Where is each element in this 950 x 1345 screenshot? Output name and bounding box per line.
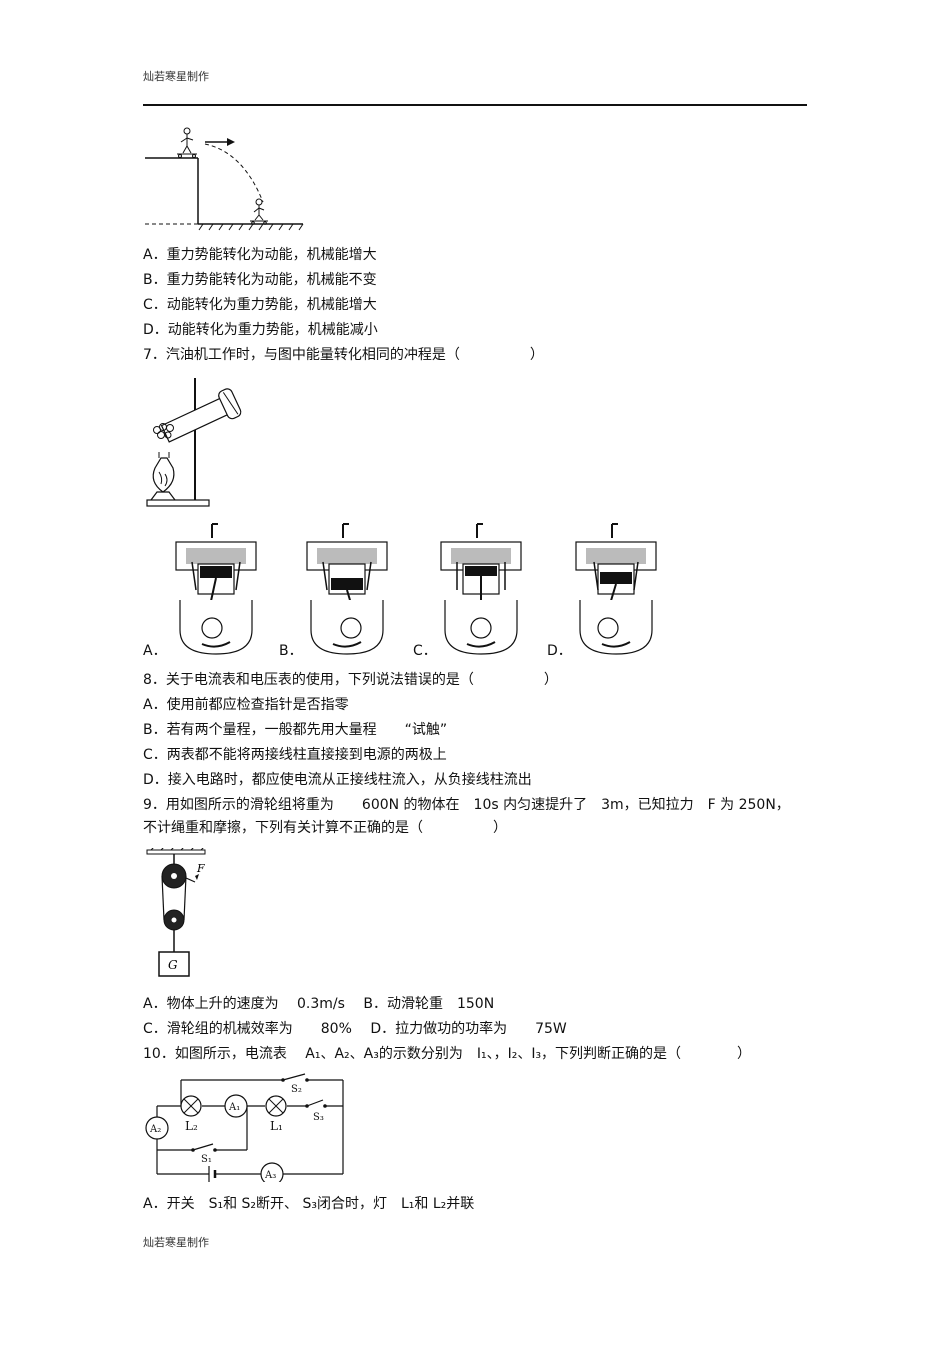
engine-stroke-c-figure bbox=[440, 523, 522, 655]
q6-option-c: C．动能转化为重力势能，机械能增大 bbox=[143, 297, 377, 313]
circuit-label-s2: S₂ bbox=[291, 1084, 302, 1095]
pulley-system-figure: F G bbox=[146, 848, 206, 977]
q10-option-a: A．开关 S₁和 S₂断开、 S₃闭合时，灯 L₁和 L₂并联 bbox=[143, 1196, 475, 1212]
circuit-label-a1: A₁ bbox=[228, 1102, 240, 1113]
q6-option-d: D．动能转化为重力势能，机械能减小 bbox=[143, 322, 378, 338]
engine-stroke-b-figure bbox=[306, 523, 388, 655]
header-rule bbox=[143, 104, 807, 106]
circuit-label-a3: A₃ bbox=[264, 1170, 276, 1181]
engine-stroke-a-figure bbox=[175, 523, 257, 655]
q6-option-b: B．重力势能转化为动能，机械能不变 bbox=[143, 272, 377, 288]
q7-label-a: A． bbox=[143, 643, 167, 659]
engine-stroke-d-figure bbox=[575, 523, 657, 655]
q8-option-d: D．接入电路时，都应使电流从正接线柱流入，从负接线柱流出 bbox=[143, 772, 532, 788]
q9-stem-line2: 不计绳重和摩擦，下列有关计算不正确的是（ ） bbox=[143, 820, 507, 836]
circuit-label-s3: S₃ bbox=[313, 1112, 324, 1123]
page-header: 灿若寒星制作 bbox=[143, 70, 209, 83]
q7-label-c: C． bbox=[413, 643, 437, 659]
page-footer: 灿若寒星制作 bbox=[143, 1236, 209, 1249]
q6-option-a: A．重力势能转化为动能，机械能增大 bbox=[143, 247, 377, 263]
q9-options-row1: A．物体上升的速度为 0.3m/s B．动滑轮重 150N bbox=[143, 996, 495, 1012]
steam-tube-experiment-figure bbox=[146, 378, 242, 507]
skateboard-ledge-figure bbox=[145, 127, 304, 231]
q8-option-c: C．两表都不能将两接线柱直接接到电源的两极上 bbox=[143, 747, 447, 763]
q9-stem-line1: 9．用如图所示的滑轮组将重为 600N 的物体在 10s 内匀速提升了 3m，已… bbox=[143, 797, 790, 813]
circuit-label-l2: L₂ bbox=[185, 1119, 198, 1133]
q7-label-b: B． bbox=[279, 643, 303, 659]
q8-option-a: A．使用前都应检查指针是否指零 bbox=[143, 697, 349, 713]
pulley-weight-label: G bbox=[168, 958, 178, 972]
circuit-label-s1: S₁ bbox=[201, 1154, 212, 1165]
pulley-force-label: F bbox=[196, 862, 205, 875]
q7-stem: 7．汽油机工作时，与图中能量转化相同的冲程是（ ） bbox=[143, 347, 544, 363]
circuit-label-a2: A₂ bbox=[149, 1124, 161, 1135]
q10-stem: 10．如图所示，电流表 A₁、A₂、A₃的示数分别为 I₁、，I₂、I₃，下列判… bbox=[143, 1046, 752, 1062]
q7-label-d: D． bbox=[547, 643, 572, 659]
circuit-label-l1: L₁ bbox=[270, 1119, 283, 1133]
q8-stem: 8．关于电流表和电压表的使用，下列说法错误的是（ ） bbox=[143, 672, 558, 688]
circuit-diagram-figure: A₁ A₂ A₃ L₁ L₂ S₁ S₂ S₃ bbox=[145, 1073, 344, 1182]
q8-option-b: B．若有两个量程，一般都先用大量程 “试触” bbox=[143, 722, 448, 738]
q9-options-row2: C．滑轮组的机械效率为 80% D．拉力做功的功率为 75W bbox=[143, 1021, 567, 1037]
